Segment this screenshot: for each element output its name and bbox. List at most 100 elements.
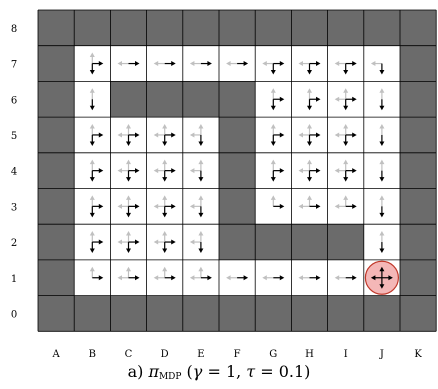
wall-cell: [219, 188, 256, 225]
arrow-down-icon: [270, 63, 276, 75]
arrow-down-icon: [270, 170, 276, 182]
arrow-right-icon: [237, 275, 249, 281]
arrow-left-icon: [298, 168, 310, 174]
row-label: 8: [11, 24, 17, 35]
arrow-left-icon: [334, 168, 346, 174]
policy-cell-C3: [117, 195, 140, 218]
policy-cell-B2: [89, 231, 104, 254]
wall-cell: [400, 81, 437, 118]
arrow-up-icon: [307, 88, 312, 100]
policy-cell-B3: [89, 195, 104, 218]
policy-cell-J2: [379, 231, 385, 254]
arrow-right-icon: [92, 203, 104, 209]
wall-cell: [363, 295, 400, 332]
wall-cell: [400, 10, 437, 46]
arrow-up-icon: [379, 195, 385, 207]
arrow-left-icon: [189, 168, 201, 174]
wall-cell: [255, 295, 292, 332]
column-label: K: [414, 349, 422, 360]
arrow-up-icon: [162, 159, 168, 171]
arrow-up-icon: [343, 195, 349, 207]
arrow-down-icon: [198, 134, 204, 146]
wall-cell: [182, 295, 219, 332]
arrow-up-icon: [126, 231, 131, 243]
arrow-up-icon: [162, 266, 168, 278]
wall-cell: [74, 295, 111, 332]
policy-cell-H3: [298, 195, 321, 209]
wall-cell: [291, 295, 328, 332]
wall-cell: [291, 224, 328, 260]
arrow-left-icon: [117, 61, 129, 67]
arrow-down-icon: [343, 134, 349, 146]
arrow-down-icon: [307, 63, 312, 75]
tau-value: = 0.1): [255, 362, 311, 381]
arrow-right-icon: [128, 275, 140, 281]
policy-cell-C2: [117, 231, 140, 254]
policy-cell-J4: [379, 159, 385, 182]
arrow-right-icon: [92, 132, 104, 138]
arrow-left-icon: [153, 168, 165, 174]
arrow-up-icon: [270, 159, 276, 171]
row-label: 2: [11, 238, 17, 249]
arrow-right-icon: [309, 168, 321, 174]
wall-cell: [38, 45, 75, 82]
wall-cell: [400, 188, 437, 225]
wall-cell: [400, 259, 437, 296]
arrow-down-icon: [379, 206, 385, 218]
caption-prefix: a): [127, 362, 149, 381]
arrow-up-icon: [89, 195, 95, 207]
wall-cell: [38, 117, 75, 153]
arrow-left-icon: [334, 275, 346, 281]
arrow-right-icon: [128, 203, 140, 209]
arrow-down-icon: [379, 99, 385, 111]
arrow-right-icon: [273, 275, 285, 281]
arrow-up-icon: [89, 88, 95, 100]
arrow-left-icon: [189, 203, 201, 209]
wall-cell: [38, 152, 75, 189]
grid-cells: [38, 10, 437, 332]
arrow-up-icon: [162, 195, 168, 207]
arrow-right-icon: [92, 239, 104, 245]
policy-cell-F1: [226, 275, 249, 281]
policy-cell-C4: [117, 159, 140, 182]
policy-cell-E1: [189, 266, 212, 281]
policy-cell-E3: [189, 195, 204, 218]
policy-cell-D3: [153, 195, 176, 218]
wall-cell: [327, 10, 364, 46]
policy-cell-E7: [189, 61, 212, 67]
arrow-right-icon: [309, 275, 321, 281]
arrow-down-icon: [343, 63, 349, 75]
wall-cell: [38, 259, 75, 296]
arrow-down-icon: [126, 134, 131, 146]
policy-cell-G1: [262, 275, 285, 281]
arrow-right-icon: [164, 132, 176, 138]
wall-cell: [146, 10, 183, 46]
arrow-down-icon: [307, 134, 312, 146]
policy-cell-C5: [117, 123, 140, 146]
arrow-right-icon: [273, 61, 285, 67]
column-label: J: [379, 349, 384, 360]
policy-cell-E4: [189, 159, 204, 182]
policy-cell-D1: [153, 266, 176, 281]
arrow-up-icon: [89, 159, 95, 171]
arrow-left-icon: [189, 275, 201, 281]
arrow-right-icon: [128, 132, 140, 138]
arrow-up-icon: [379, 123, 385, 135]
wall-cell: [363, 10, 400, 46]
arrow-right-icon: [237, 61, 249, 67]
wall-cell: [38, 10, 75, 46]
arrow-right-icon: [345, 203, 357, 209]
arrow-down-icon: [379, 134, 385, 146]
arrow-left-icon: [226, 275, 238, 281]
arrow-up-icon: [379, 159, 385, 171]
policy-cell-C1: [117, 266, 140, 281]
arrow-left-icon: [153, 239, 165, 245]
policy-cell-E2: [189, 231, 204, 254]
arrow-down-icon: [126, 170, 131, 182]
goal-marker: [364, 260, 399, 295]
column-label: A: [51, 349, 60, 360]
arrow-left-icon: [370, 61, 382, 67]
policy-cell-H4: [298, 159, 321, 182]
policy-cell-B1: [89, 266, 104, 281]
arrow-up-icon: [198, 123, 204, 135]
